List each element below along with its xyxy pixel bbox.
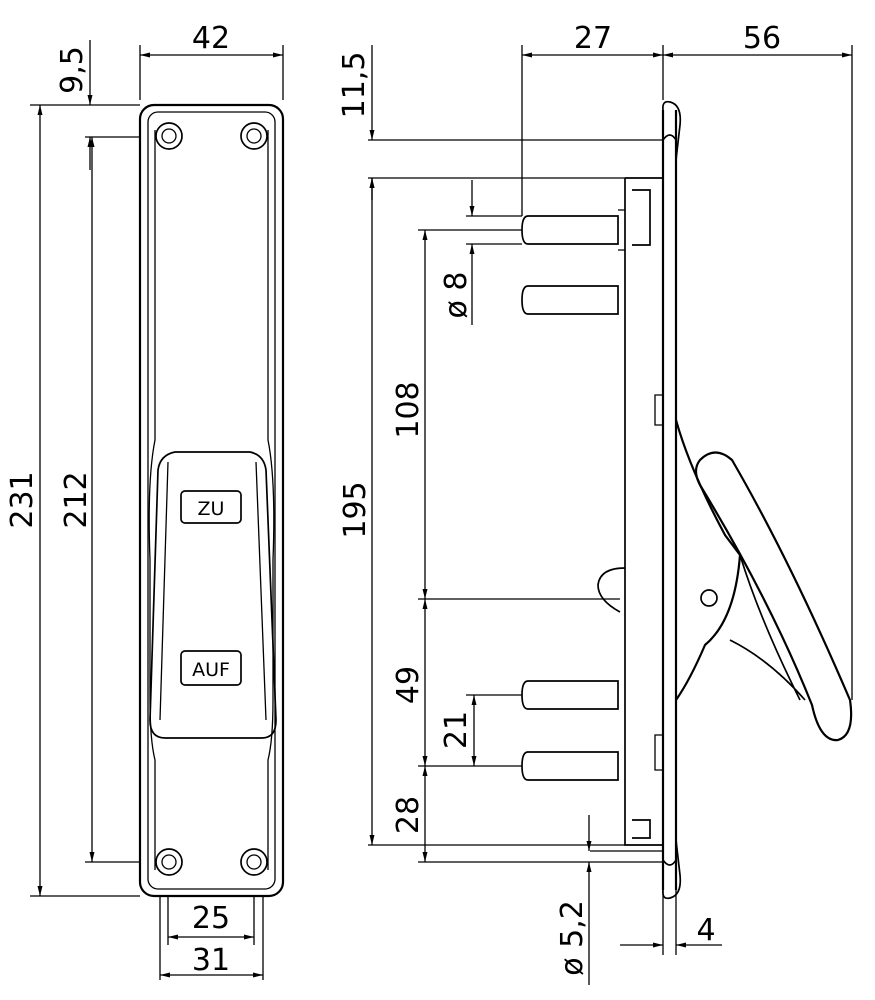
svg-text:9,5: 9,5 bbox=[55, 46, 90, 94]
side-plate-top-flare bbox=[662, 100, 682, 161]
front-view: ZU AUF 42 9,5 231 212 bbox=[5, 21, 285, 980]
dim-total-depth: 56 bbox=[663, 21, 853, 700]
dim-side-top-offset: 11,5 bbox=[337, 45, 663, 200]
side-lever-arm bbox=[674, 419, 742, 701]
side-lever-handle bbox=[694, 451, 853, 742]
front-plate-outline bbox=[138, 103, 285, 898]
svg-text:21: 21 bbox=[439, 711, 474, 749]
dim-lower-span: 49 bbox=[391, 599, 522, 767]
dim-bottom-inner: 25 bbox=[168, 901, 254, 940]
pin-top-1 bbox=[521, 209, 625, 251]
svg-text:56: 56 bbox=[743, 21, 781, 56]
svg-text:4: 4 bbox=[696, 913, 715, 948]
pin-bottom-1 bbox=[521, 680, 619, 710]
dim-pin-span: 108 bbox=[391, 229, 620, 600]
front-plate-inner-outline bbox=[147, 111, 276, 890]
screw-hole-top-right-icon bbox=[240, 122, 268, 150]
lever-handle-shadow bbox=[159, 461, 267, 721]
dim-lower-pin-spacing: 21 bbox=[439, 694, 522, 766]
zu-label-box bbox=[180, 490, 242, 524]
svg-text:ø 8: ø 8 bbox=[439, 272, 474, 319]
svg-text:212: 212 bbox=[59, 471, 94, 528]
side-clips bbox=[654, 394, 664, 771]
svg-text:231: 231 bbox=[5, 471, 40, 528]
side-lever-brace bbox=[729, 554, 806, 701]
svg-text:195: 195 bbox=[338, 481, 373, 538]
svg-text:49: 49 bbox=[391, 666, 426, 704]
svg-text:42: 42 bbox=[192, 21, 230, 56]
pin-top-2 bbox=[521, 285, 619, 315]
screw-hole-top-left-icon bbox=[155, 122, 183, 150]
dim-total-height: 231 bbox=[5, 105, 140, 897]
dim-pin-depth: 27 bbox=[521, 21, 664, 216]
side-plate-bottom-flare bbox=[662, 839, 682, 900]
side-mechanism-body bbox=[624, 177, 663, 846]
screw-hole-bottom-right-icon bbox=[240, 848, 268, 876]
zu-label: ZU bbox=[198, 498, 225, 520]
svg-text:25: 25 bbox=[192, 901, 230, 936]
dim-bottom-outer: 31 bbox=[160, 943, 263, 978]
side-bottom-screw bbox=[590, 850, 663, 863]
lever-pivot-icon bbox=[700, 589, 718, 607]
latch-nose bbox=[597, 567, 626, 613]
svg-text:11,5: 11,5 bbox=[337, 52, 372, 119]
pin-bottom-2 bbox=[521, 751, 619, 781]
svg-text:108: 108 bbox=[391, 381, 426, 438]
svg-text:28: 28 bbox=[391, 796, 426, 834]
dim-bottom-offset: 28 bbox=[391, 766, 590, 863]
auf-label: AUF bbox=[192, 659, 230, 681]
dim-top-offset: 9,5 bbox=[30, 40, 140, 170]
side-view: 27 56 11,5 ø 8 108 bbox=[337, 21, 853, 985]
dim-overall: 195 bbox=[338, 178, 625, 846]
auf-label-box bbox=[180, 650, 242, 686]
dim-plate-thickness: 4 bbox=[620, 890, 722, 955]
dim-pin-diameter: ø 8 bbox=[439, 180, 522, 325]
front-plate-relief bbox=[148, 130, 275, 870]
screw-hole-bottom-left-icon bbox=[155, 848, 183, 876]
svg-text:ø 5,2: ø 5,2 bbox=[555, 900, 590, 976]
svg-text:31: 31 bbox=[192, 943, 230, 978]
dim-hole-spacing: 212 bbox=[59, 137, 140, 863]
dim-screw-diameter: ø 5,2 bbox=[555, 815, 592, 985]
side-base-plate bbox=[661, 110, 678, 890]
dim-width: 42 bbox=[139, 21, 284, 100]
svg-text:27: 27 bbox=[574, 21, 612, 56]
lever-handle-face bbox=[149, 451, 277, 739]
front-foot bbox=[159, 896, 264, 980]
